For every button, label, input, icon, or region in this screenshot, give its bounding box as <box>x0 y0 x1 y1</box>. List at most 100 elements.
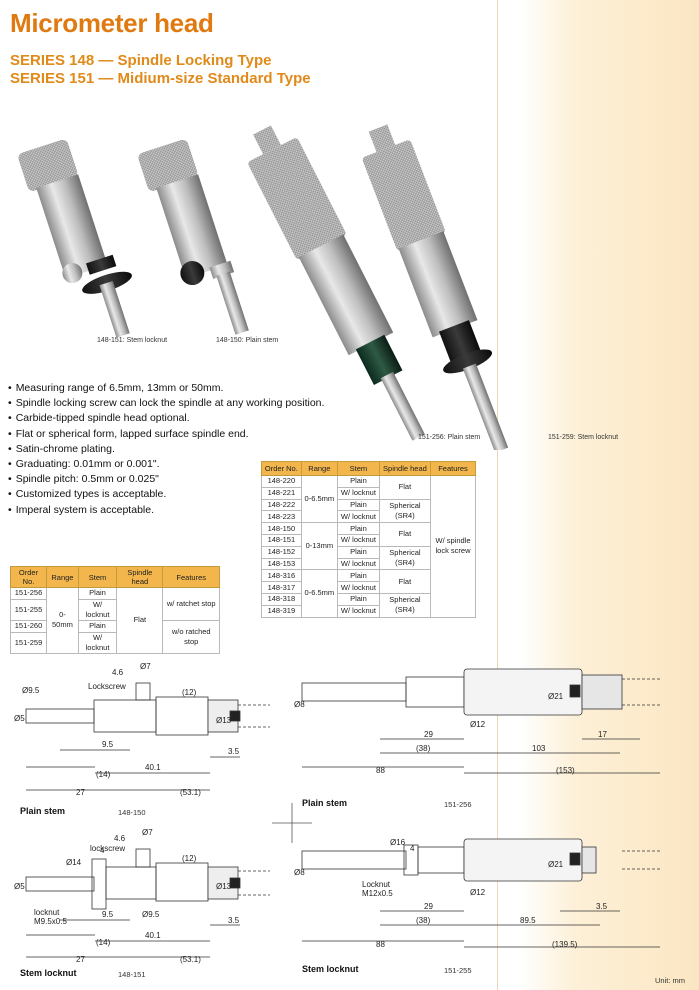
drawing-label-plain-stem: Plain stem <box>20 806 66 816</box>
dim-label: M9.5x0.5 <box>34 917 67 926</box>
table-header: Stem <box>336 461 380 476</box>
list-item: Graduating: 0.01mm or 0.001". <box>8 457 324 472</box>
dim-label: 103 <box>532 744 546 753</box>
right-tint-panel <box>520 0 699 990</box>
dim-label: Ø13 <box>216 882 232 891</box>
drawing-code: 151-256 <box>444 800 472 809</box>
table-header: Range <box>300 461 338 476</box>
drawing-151-255 <box>301 838 660 948</box>
drawing-label-stem-locknut-151: Stem locknut <box>302 964 359 974</box>
drawing-148-151 <box>25 848 270 958</box>
dim-label: Ø21 <box>548 692 564 701</box>
dim-label: 29 <box>424 730 433 739</box>
drawing-label-plain-stem-151: Plain stem <box>302 798 348 808</box>
dim-label: (12) <box>182 854 197 863</box>
dim-label: Ø5 <box>14 882 25 891</box>
series-148-table: Order No. Range Stem Spindle head Featur… <box>261 461 476 618</box>
dim-label: Ø14 <box>66 858 82 867</box>
dim-label: 3.5 <box>596 902 608 911</box>
dim-label: Ø16 <box>390 838 406 847</box>
photo-caption-151-256: 151-256: Plain stem <box>418 434 481 441</box>
dim-label: 88 <box>376 940 385 949</box>
dim-label: (14) <box>96 770 111 779</box>
list-item: Spindle locking screw can lock the spind… <box>8 396 325 411</box>
dim-label: 3.5 <box>228 916 240 925</box>
table-header: Features <box>162 566 220 588</box>
dim-label: Ø7 <box>140 662 151 671</box>
dim-label: Ø9.5 <box>142 910 160 919</box>
photo-caption-148-150: 148-150: Plain stem <box>216 337 279 344</box>
dim-label: lockscrew <box>90 844 125 853</box>
dim-label: locknut <box>34 908 60 917</box>
list-item: Carbide-tipped spindle head optional. <box>8 411 324 426</box>
table-header: Stem <box>77 566 118 588</box>
series-151-subtitle: SERIES 151 — Midium-size Standard Type <box>10 70 311 87</box>
dim-label: 40.1 <box>145 763 161 772</box>
table-header: Spindle head <box>378 461 432 476</box>
dim-label: 40.1 <box>145 931 161 940</box>
dim-label: (139.5) <box>552 940 578 949</box>
dim-label: 4 <box>100 846 105 855</box>
drawing-151-256 <box>301 668 660 774</box>
photo-151-256 <box>248 125 425 441</box>
product-photos <box>18 124 509 450</box>
photo-caption-151-259: 151-259: Stem locknut <box>548 434 619 441</box>
dim-label: Ø8 <box>294 700 305 709</box>
dim-label: (38) <box>416 744 431 753</box>
drawing-148-150 <box>25 682 270 791</box>
drawing-label-stem-locknut: Stem locknut <box>20 968 77 978</box>
list-item: Imperal system is acceptable. <box>8 503 324 518</box>
drawing-code: 148-150 <box>118 808 146 817</box>
page-title: Micrometer head <box>10 8 214 38</box>
series-148-subtitle: SERIES 148 — Spindle Locking Type <box>10 52 272 69</box>
dim-label: Ø9.5 <box>22 686 40 695</box>
dim-label: Ø7 <box>142 828 153 837</box>
list-item: Spindle pitch: 0.5mm or 0.025" <box>8 472 324 487</box>
table-header: Order No. <box>9 566 48 588</box>
dim-label: (12) <box>182 688 197 697</box>
dim-label: 89.5 <box>520 916 536 925</box>
technical-drawings: 4.6 Ø7 Ø9.5 Lockscrew (12) Ø5 Ø13 9.5 3.… <box>14 662 660 964</box>
table-header: Range <box>46 566 79 588</box>
dim-label: (38) <box>416 916 431 925</box>
dim-label: 4.6 <box>112 668 124 677</box>
table-header: Order No. <box>261 461 302 476</box>
dim-label: Ø12 <box>470 720 486 729</box>
dim-label: 17 <box>598 730 607 739</box>
dim-label: (153) <box>556 766 575 775</box>
list-item: Flat or spherical form, lapped surface s… <box>8 427 324 442</box>
dim-label: 4 <box>410 844 415 853</box>
photo-148-151 <box>18 139 132 338</box>
column-divider <box>497 0 498 990</box>
dim-label: Locknut <box>362 880 391 889</box>
list-item: Customized types is acceptable. <box>8 487 324 502</box>
dim-label: 9.5 <box>102 740 114 749</box>
unit-note: Unit: mm <box>655 976 685 985</box>
dim-label: Ø8 <box>294 868 305 877</box>
dim-label: Ø12 <box>470 888 486 897</box>
table-header: Spindle head <box>116 566 164 588</box>
list-item: Satin-chrome plating. <box>8 442 324 457</box>
dim-label: (53.1) <box>180 955 201 964</box>
series-151-table: Order No. Range Stem Spindle head Featur… <box>9 566 220 654</box>
dim-label: (14) <box>96 938 111 947</box>
dim-label: Ø21 <box>548 860 564 869</box>
dim-label: M12x0.5 <box>362 889 393 898</box>
feature-list: Measuring range of 6.5mm, 13mm or 50mm. … <box>8 381 325 518</box>
photo-151-259 <box>362 124 509 450</box>
photo-148-150 <box>138 139 249 335</box>
dim-label: Ø13 <box>216 716 232 725</box>
dim-label: 29 <box>424 902 433 911</box>
